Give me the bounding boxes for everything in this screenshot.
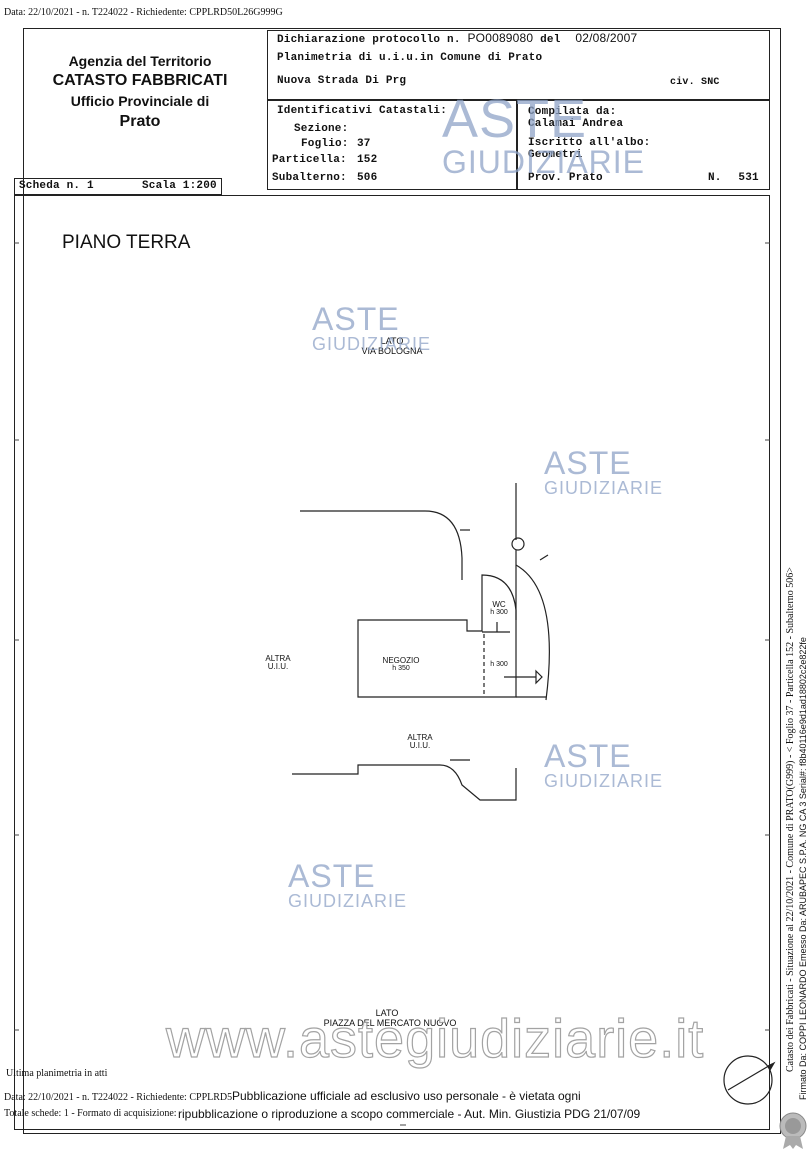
del-label: del — [540, 34, 561, 46]
floor-title: PIANO TERRA — [62, 232, 191, 253]
via-bologna-label: VIA BOLOGNA — [361, 346, 423, 356]
side-catasto-line: Catasto dei Fabbricati - Situazione al 2… — [785, 567, 796, 1072]
identificativi-box — [267, 100, 517, 190]
wc-label: WC — [492, 600, 506, 609]
aste-watermark-header: ASTE GIUDIZIARIE — [442, 92, 645, 178]
altra-bottom-1: ALTRA — [407, 733, 433, 742]
compilata-name: Calamai Andrea — [528, 118, 624, 130]
compilata-label: Compilata da: — [528, 106, 617, 118]
civ-number: civ. SNC — [670, 77, 720, 88]
pubblicazione-2: ripubblicazione o riproduzione a scopo c… — [178, 1107, 641, 1121]
protocol-line: Dichiarazione protocollo n. PO0089080 de… — [277, 31, 637, 46]
iscritto-label: Iscritto all'albo: — [528, 137, 651, 149]
giudiziarie-text: GIUDIZIARIE — [312, 334, 432, 354]
foglio-value: 37 — [357, 138, 371, 150]
particella-label: Particella: — [272, 154, 347, 166]
aste-text: ASTE — [312, 301, 400, 337]
lato-bottom: LATO — [375, 1008, 399, 1018]
piazza-label: PIAZZA DEL MERCATO NUOVO — [323, 1018, 457, 1028]
seal-icon — [779, 1112, 807, 1149]
lato-top: LATO — [380, 336, 404, 346]
protocol-box — [267, 30, 770, 100]
footer-data-line: Data: 22/10/2021 - n. T224022 - Richiede… — [4, 1092, 283, 1103]
n-label: N. — [708, 172, 722, 184]
wc-height: h 300 — [490, 609, 508, 616]
identificativi-title: Identificativi Catastali: — [277, 105, 448, 117]
catasto-fabbricati: CATASTO FABBRICATI — [52, 72, 228, 89]
prov-value: Prato — [568, 172, 603, 184]
pubblicazione-1: Pubblicazione ufficiale ad esclusivo uso… — [232, 1089, 581, 1103]
giudiziarie-text: GIUDIZIARIE — [288, 891, 408, 911]
scheda-box — [14, 178, 222, 195]
ultima-planimetria: Ultima planimetria in atti — [6, 1068, 108, 1079]
scheda-label: Scheda n. 1 — [19, 180, 94, 192]
aste-watermark-3: ASTE GIUDIZIARIE — [544, 740, 663, 790]
negozio-label: NEGOZIO — [382, 656, 420, 665]
compilata-box — [517, 100, 770, 190]
aste-watermark-2: ASTE GIUDIZIARIE — [544, 447, 663, 497]
side-firmato-line: Firmato Da: COPPI LEONARDO Emesso Da: AR… — [798, 637, 808, 1100]
agency-block: Agenzia del Territorio CATASTO FABBRICAT… — [40, 52, 240, 134]
altra-left-2: U.I.U. — [267, 662, 289, 671]
foglio-label: Foglio: — [301, 138, 349, 150]
ufficio-provinciale: Ufficio Provinciale di — [70, 93, 210, 109]
aste-text: ASTE — [544, 445, 632, 481]
albo-value: Geometri — [528, 149, 583, 161]
n-line: N. 531 — [708, 172, 759, 184]
n-value: 531 — [738, 172, 759, 184]
top-request-line: Data: 22/10/2021 - n. T224022 - Richiede… — [4, 7, 283, 18]
protocol-date: 02/08/2007 — [575, 31, 638, 45]
prov-line: Prov. Prato — [528, 172, 603, 184]
altra-left-1: ALTRA — [265, 654, 291, 663]
protocol-number: PO0089080 — [467, 31, 534, 45]
aste-text: ASTE — [288, 858, 376, 894]
aste-text: ASTE — [544, 738, 632, 774]
aste-text: ASTE — [442, 89, 588, 149]
planimetria-line: Planimetria di u.i.u.in Comune di Prato — [277, 52, 543, 64]
ufficio-city: Prato — [119, 113, 161, 130]
subalterno-label: Subalterno: — [272, 172, 347, 184]
agency-name: Agenzia del Territorio — [68, 53, 212, 69]
sezione-label: Sezione: — [294, 123, 349, 135]
aste-watermark-4: ASTE GIUDIZIARIE — [288, 860, 407, 910]
giudiziarie-text: GIUDIZIARIE — [544, 478, 664, 498]
negozio-height: h 350 — [392, 665, 410, 672]
dichiarazione-label: Dichiarazione protocollo n. — [277, 34, 461, 46]
giudiziarie-text: GIUDIZIARIE — [442, 144, 646, 180]
drawing-frame — [14, 195, 770, 1130]
url-watermark: www.astegiudiziarie.it — [165, 1008, 705, 1069]
plan-walls — [292, 483, 776, 1105]
outer-frame — [23, 28, 781, 1134]
side-height: h 300 — [490, 661, 508, 668]
aste-watermark-1: ASTE GIUDIZIARIE — [312, 303, 431, 353]
frame-ticks — [14, 242, 770, 1126]
address-line: Nuova Strada Di Prg — [277, 75, 407, 87]
particella-value: 152 — [357, 154, 378, 166]
scala-label: Scala 1:200 — [142, 180, 217, 192]
altra-bottom-2: U.I.U. — [409, 741, 431, 750]
giudiziarie-text: GIUDIZIARIE — [544, 771, 664, 791]
subalterno-value: 506 — [357, 172, 378, 184]
prov-label: Prov. — [528, 172, 563, 184]
